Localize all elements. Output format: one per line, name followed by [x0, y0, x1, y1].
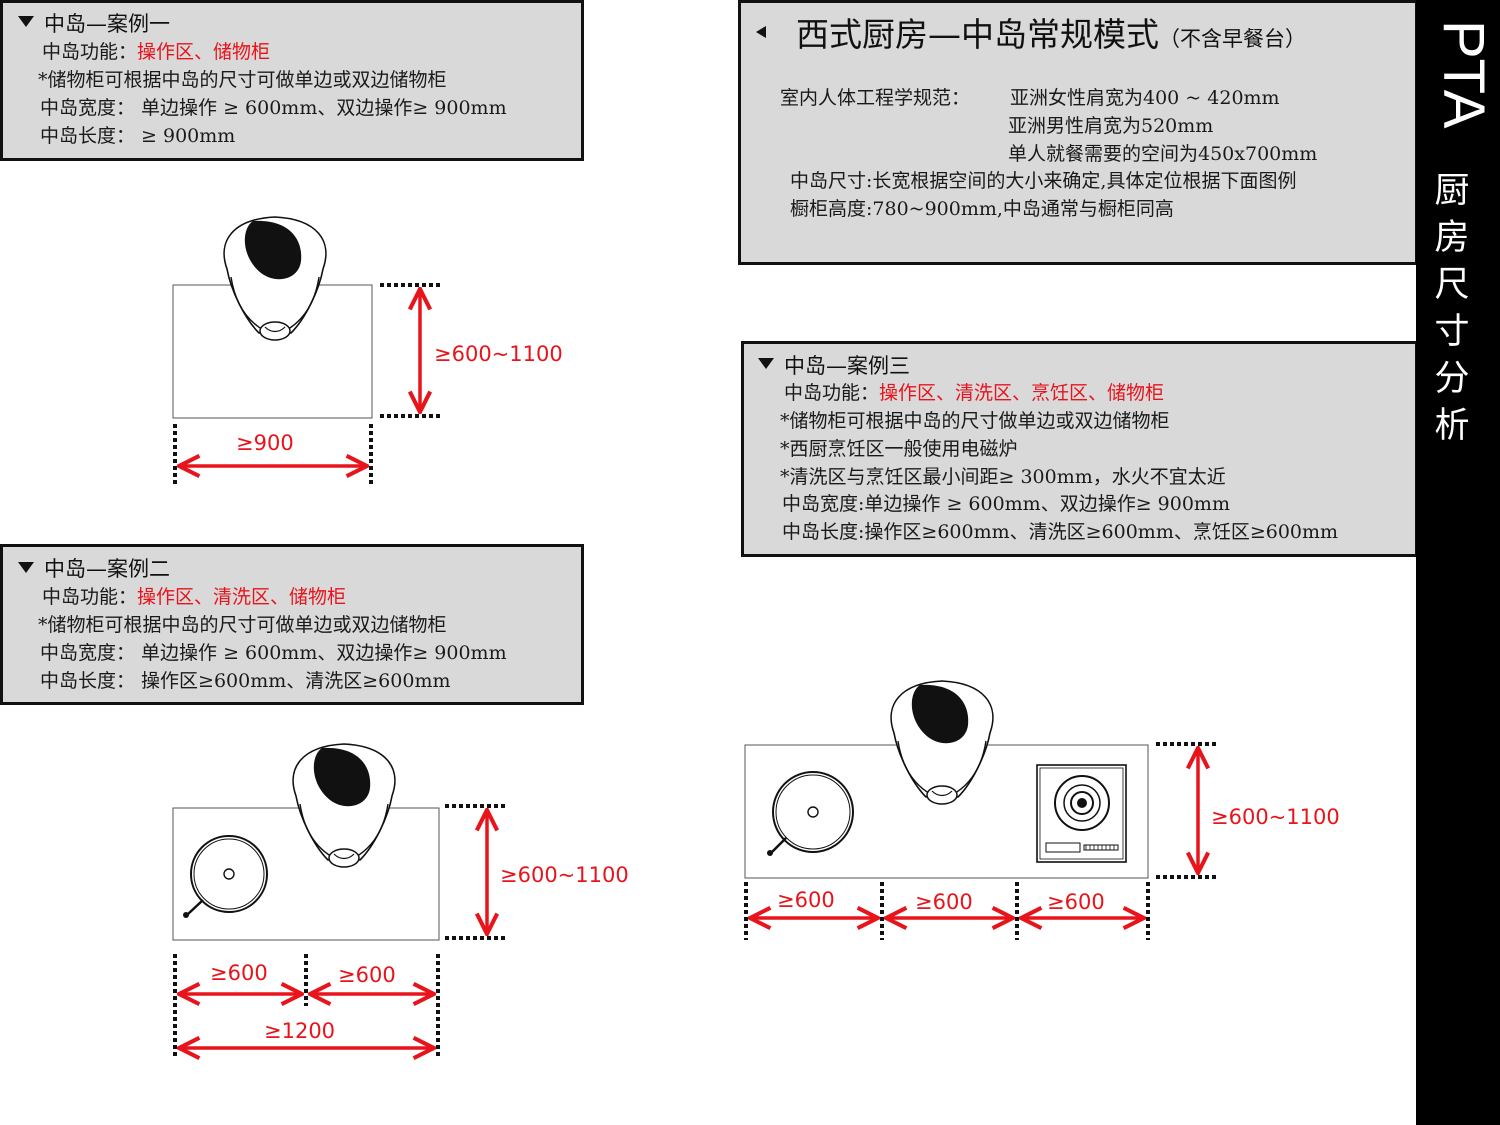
case3-induction-cooktop — [1036, 764, 1127, 863]
cabinet-height: 橱柜高度:780~900mm,中岛通常与橱柜同高 — [790, 198, 1174, 220]
case2-panel — [0, 544, 584, 705]
case3-note-spacing: *清洗区与烹饪区最小间距≥ 300mm，水火不宜太近 — [780, 466, 1226, 488]
diagrams-canvas: ≥600~1100 ≥900 ≥600~1100 — [172, 216, 1340, 1125]
case3-length-dimensions: ≥600 ≥600 ≥600 — [744, 882, 1150, 940]
collapse-triangle-icon[interactable] — [18, 16, 34, 27]
case3-length: 中岛长度:操作区≥600mm、清洗区≥600mm、烹饪区≥600mm — [782, 521, 1339, 543]
case2-note: *储物柜可根据中岛的尺寸可做单边或双边储物柜 — [38, 614, 447, 636]
case2-length: 中岛长度： 操作区≥600mm、清洗区≥600mm — [40, 670, 451, 692]
collapse-triangle-icon[interactable] — [18, 562, 34, 573]
sidebar-char: 分 — [1434, 359, 1470, 399]
case2-sink — [183, 835, 268, 918]
case1-function: 中岛功能：操作区、储物柜 — [42, 41, 271, 63]
case1-drawing: ≥600~1100 ≥900 — [172, 216, 563, 484]
case1-note: *储物柜可根据中岛的尺寸可做单边或双边储物柜 — [38, 69, 447, 91]
case2-depth-label: ≥600~1100 — [500, 863, 629, 887]
case2-dim-total-label: ≥1200 — [264, 1019, 335, 1043]
case3-depth-dimension: ≥600~1100 — [1156, 742, 1340, 879]
ergonomics-male: 亚洲男性肩宽为520mm — [1008, 115, 1214, 137]
ergonomics-female: 亚洲女性肩宽为400 ~ 420mm — [1010, 87, 1280, 109]
case3-function: 中岛功能：操作区、清洗区、烹饪区、储物柜 — [784, 382, 1165, 404]
sidebar-char: 尺 — [1434, 265, 1470, 305]
collapse-triangle-icon[interactable] — [756, 26, 766, 38]
case1-title: 中岛—案例一 — [44, 12, 170, 36]
sidebar-vertical-title: 厨 房 尺 寸 分 析 — [1432, 168, 1472, 450]
case1-length-dimension: ≥900 — [173, 424, 373, 484]
case2-dim-b-label: ≥600 — [338, 963, 396, 987]
case3-dim-a-label: ≥600 — [777, 888, 835, 912]
ergonomics-dining: 单人就餐需要的空间为450x700mm — [1008, 143, 1318, 165]
case2-depth-dimension: ≥600~1100 — [445, 804, 629, 940]
main-title: 西式厨房—中岛常规模式（不含早餐台） — [796, 15, 1306, 54]
island-size: 中岛尺寸:长宽根据空间的大小来确定,具体定位根据下面图例 — [790, 170, 1297, 192]
case3-sink — [767, 771, 854, 856]
case1-depth-label: ≥600~1100 — [434, 342, 563, 366]
collapse-triangle-icon[interactable] — [758, 358, 774, 369]
sidebar-char: 房 — [1434, 218, 1470, 258]
case3-note-storage: *储物柜可根据中岛的尺寸做单边或双边储物柜 — [780, 410, 1170, 432]
case3-title: 中岛—案例三 — [784, 354, 910, 378]
case3-dim-b-label: ≥600 — [915, 890, 973, 914]
case1-width: 中岛宽度： 单边操作 ≥ 600mm、双边操作≥ 900mm — [40, 97, 507, 119]
case3-panel — [741, 341, 1418, 557]
sidebar-char: 寸 — [1434, 312, 1470, 352]
sidebar — [1416, 0, 1500, 1125]
case3-width: 中岛宽度:单边操作 ≥ 600mm、双边操作≥ 900mm — [782, 493, 1230, 515]
case2-title: 中岛—案例二 — [44, 557, 170, 581]
case2-length-dimensions: ≥600 ≥600 ≥1200 — [173, 954, 440, 1058]
main-panel — [738, 0, 1418, 265]
pta-logo: PTA — [1431, 20, 1494, 129]
case3-dim-c-label: ≥600 — [1047, 890, 1105, 914]
case1-length: 中岛长度： ≥ 900mm — [40, 125, 236, 147]
case3-note-induction: *西厨烹饪区一般使用电磁炉 — [780, 438, 1018, 460]
case1-depth-dimension: ≥600~1100 — [380, 283, 563, 418]
case3-drawing: ≥600~1100 ≥600 ≥600 ≥600 — [744, 680, 1340, 940]
sidebar-char: 厨 — [1434, 171, 1470, 211]
case2-width: 中岛宽度： 单边操作 ≥ 600mm、双边操作≥ 900mm — [40, 642, 507, 664]
ergonomics-label: 室内人体工程学规范： — [780, 87, 971, 109]
case1-panel — [0, 0, 584, 161]
pta-logo-text: PTA — [1431, 20, 1494, 129]
case2-dim-a-label: ≥600 — [210, 961, 268, 985]
case2-drawing: ≥600~1100 ≥600 ≥600 ≥1200 — [172, 743, 629, 1058]
case1-length-label: ≥900 — [236, 431, 294, 455]
case2-function: 中岛功能：操作区、清洗区、储物柜 — [42, 586, 347, 608]
sidebar-char: 析 — [1434, 406, 1470, 446]
case3-depth-label: ≥600~1100 — [1211, 805, 1340, 829]
